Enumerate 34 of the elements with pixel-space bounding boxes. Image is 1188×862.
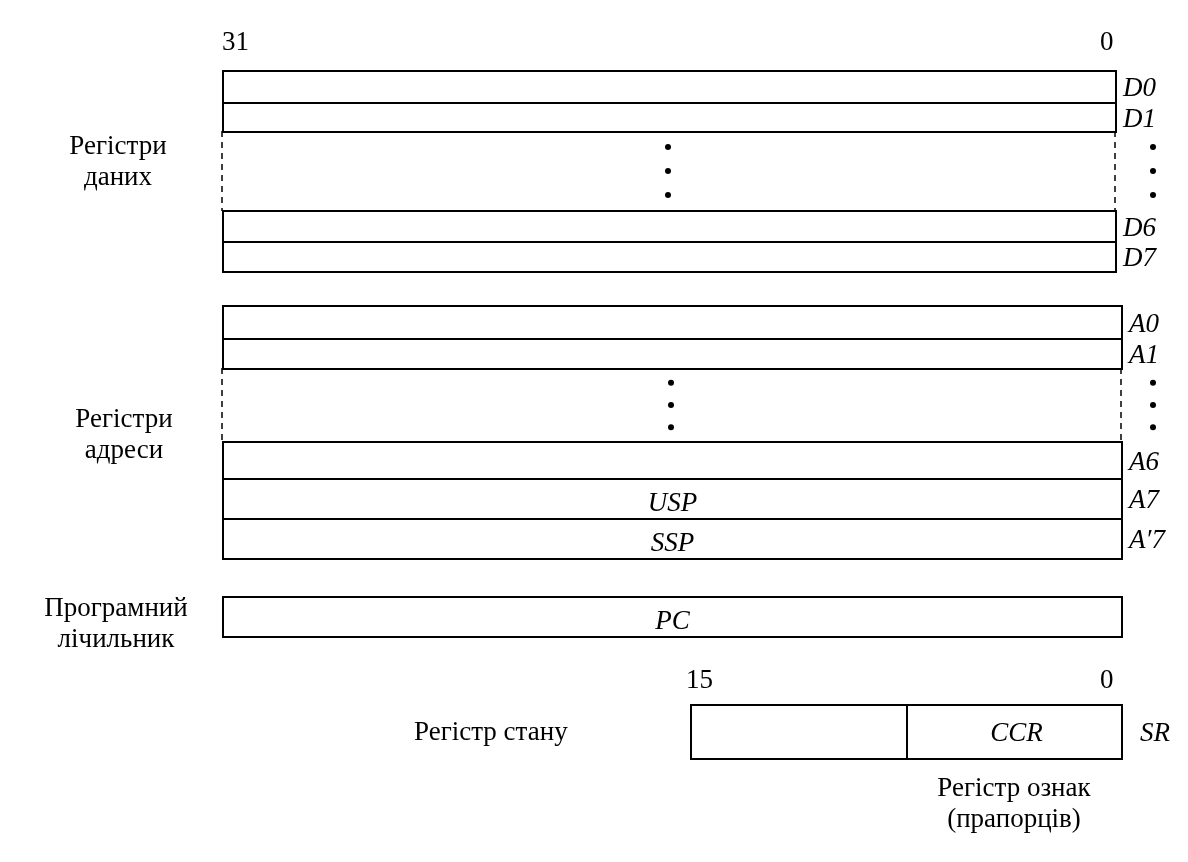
diagram-label: 0 — [1100, 26, 1114, 58]
register-box — [690, 704, 1123, 760]
register-name: SSP — [650, 529, 695, 558]
diagram-label: 31 — [222, 26, 249, 58]
diagram-label: 0 — [1100, 664, 1114, 696]
diagram-label: Регістри адреси — [74, 403, 174, 466]
register-box — [222, 338, 1123, 370]
register-box — [222, 518, 1123, 560]
register-box — [222, 210, 1117, 243]
diagram-label: Регістри даних — [68, 130, 168, 193]
register-label: D7 — [1123, 242, 1156, 274]
diagram-label: 15 — [686, 664, 713, 696]
register-box — [222, 478, 1123, 520]
register-box — [222, 241, 1117, 273]
register-name: USP — [647, 489, 698, 518]
register-label: A1 — [1129, 339, 1159, 371]
register-label: D6 — [1123, 211, 1156, 243]
register-label: A0 — [1129, 307, 1159, 339]
register-box — [222, 102, 1117, 133]
register-label: A′7 — [1129, 524, 1165, 556]
diagram-label: Регістр стану — [414, 716, 568, 748]
register-label: A7 — [1129, 484, 1159, 516]
register-box — [222, 305, 1123, 340]
register-name: PC — [655, 607, 690, 636]
register-box — [222, 596, 1123, 638]
register-box — [222, 441, 1123, 480]
diagram-label: Програмний лічильник — [43, 592, 189, 655]
register-label: D0 — [1123, 72, 1156, 104]
register-label: A6 — [1129, 445, 1159, 477]
register-label: D1 — [1123, 102, 1156, 134]
register-name: CCR — [990, 718, 1043, 746]
register-label: SR — [1140, 717, 1170, 749]
register-label: Регістр ознак (прапорців) — [936, 772, 1092, 835]
register-box — [222, 70, 1117, 104]
